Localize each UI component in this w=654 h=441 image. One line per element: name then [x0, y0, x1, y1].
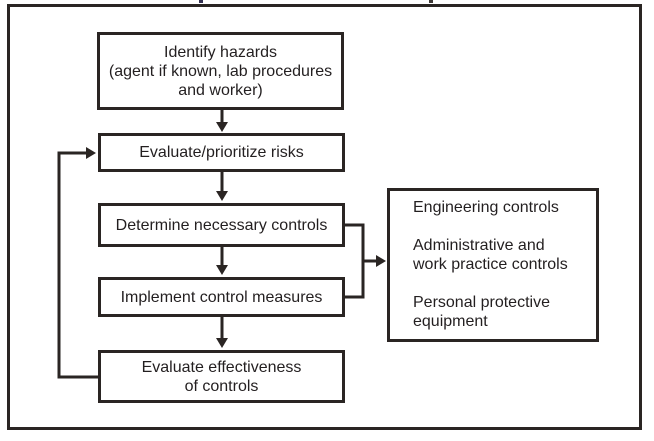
step-implement-control-measures: Implement control measures: [98, 277, 345, 317]
step-evaluate-effectiveness: Evaluate effectiveness of controls: [98, 350, 345, 403]
control-item-engineering: Engineering controls: [413, 199, 559, 216]
controls-types-box: Engineering controls Administrative and …: [387, 188, 599, 342]
step-identify-hazards: Identify hazards (agent if known, lab pr…: [97, 32, 344, 110]
control-item-ppe: Personal protective equipment: [413, 294, 550, 330]
cropped-title-artifact-right: [429, 0, 433, 3]
control-item-administrative: Administrative and work practice control…: [413, 237, 568, 273]
step-evaluate-prioritize-risks: Evaluate/prioritize risks: [98, 133, 345, 172]
step-determine-necessary-controls: Determine necessary controls: [98, 203, 345, 247]
cropped-title-artifact-left: [199, 0, 203, 3]
